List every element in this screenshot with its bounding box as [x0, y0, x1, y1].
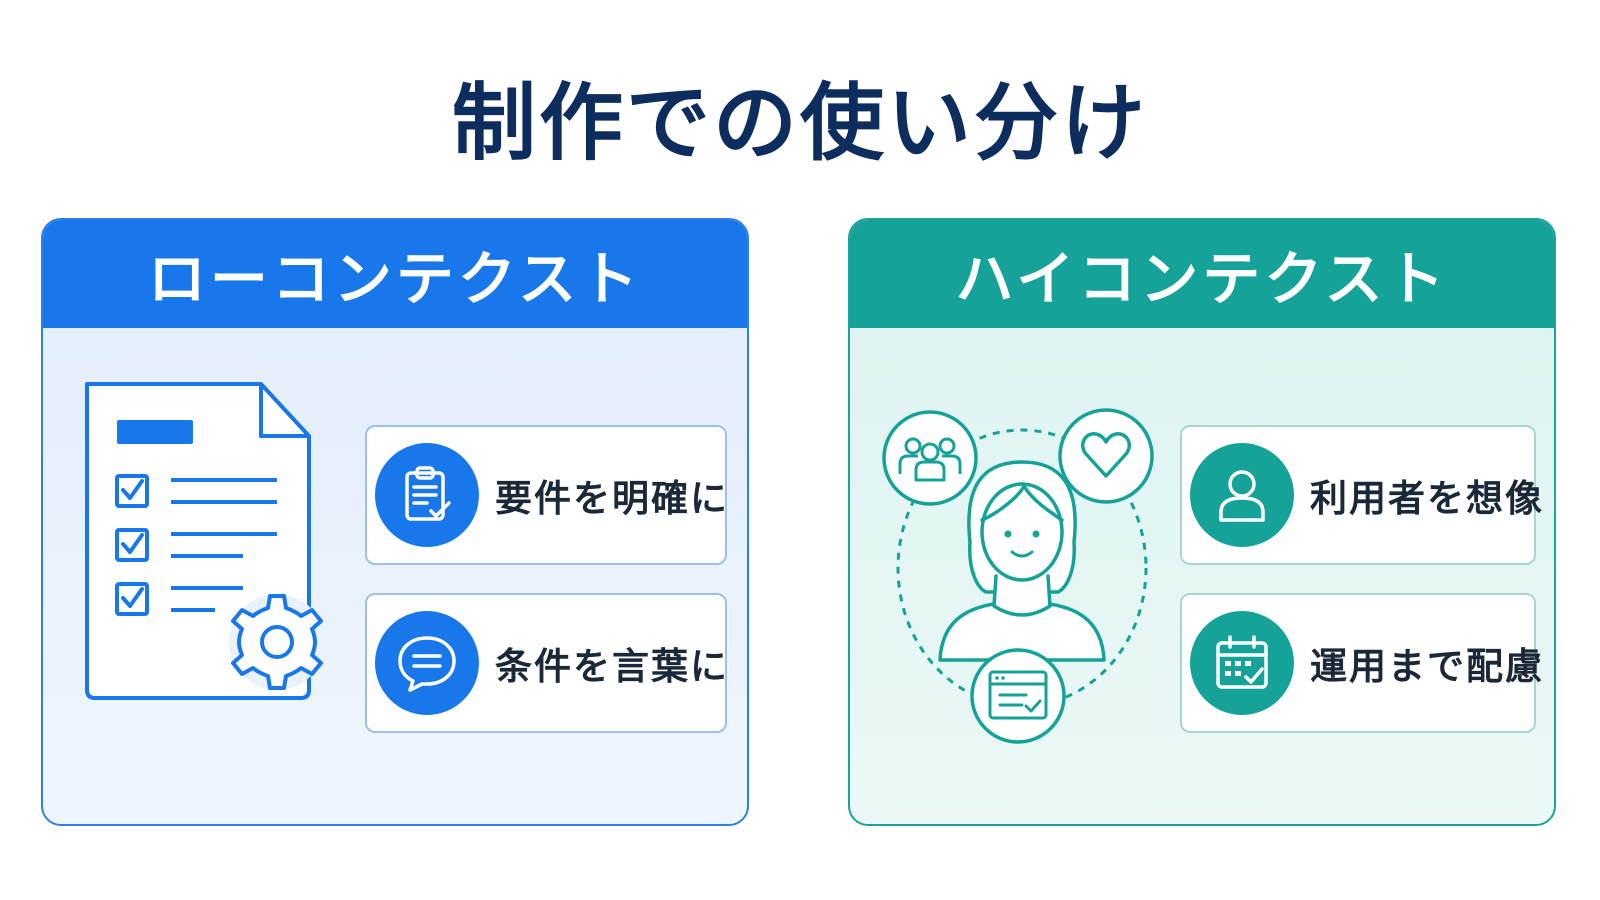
- page-title: 制作での使い分け: [451, 74, 1148, 172]
- imagine-user-card: 利用者を想像: [1180, 425, 1542, 565]
- item-label: 要件を明確に: [495, 477, 729, 520]
- low-context-heading: ローコンテクスト: [43, 220, 747, 328]
- low-context-panel: ローコンテクスト: [41, 218, 749, 826]
- condition-words-card: 条件を言葉に: [365, 593, 727, 733]
- requirement-clear-card: 要件を明確に: [365, 425, 727, 565]
- user-icon: [1190, 443, 1294, 547]
- clipboard-check-icon: [375, 443, 479, 547]
- item-label: 利用者を想像: [1310, 477, 1544, 520]
- item-label: 条件を言葉に: [495, 645, 729, 688]
- person-with-orbiting-icons: [872, 392, 1162, 752]
- item-label: 運用まで配慮: [1310, 645, 1544, 688]
- checklist-document-gear-icon: [81, 380, 341, 710]
- high-context-heading: ハイコンテクスト: [850, 220, 1554, 328]
- chat-bubble-icon: [375, 611, 479, 715]
- high-context-panel: ハイコンテクスト: [848, 218, 1556, 826]
- consider-operation-card: 運用まで配慮: [1180, 593, 1542, 733]
- calendar-check-icon: [1190, 611, 1294, 715]
